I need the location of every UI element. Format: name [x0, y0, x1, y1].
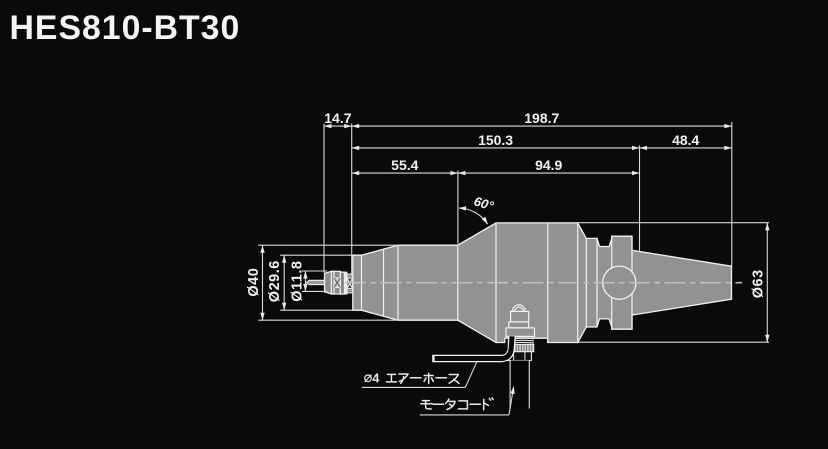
svg-text:Ø29.6: Ø29.6 [267, 260, 283, 302]
svg-text:HES810-BT30: HES810-BT30 [10, 9, 241, 47]
svg-text:14.7: 14.7 [324, 110, 351, 126]
svg-text:60°: 60° [472, 193, 496, 213]
svg-text:Ø11.8: Ø11.8 [290, 261, 306, 302]
svg-text:Ø63: Ø63 [750, 269, 766, 298]
svg-text:Ø40: Ø40 [246, 268, 262, 297]
svg-text:48.4: 48.4 [672, 132, 699, 148]
svg-text:150.3: 150.3 [478, 132, 513, 148]
svg-text:198.7: 198.7 [524, 110, 559, 126]
svg-text:4: 4 [372, 370, 380, 385]
svg-text:55.4: 55.4 [391, 157, 418, 173]
svg-text:94.9: 94.9 [535, 157, 562, 173]
